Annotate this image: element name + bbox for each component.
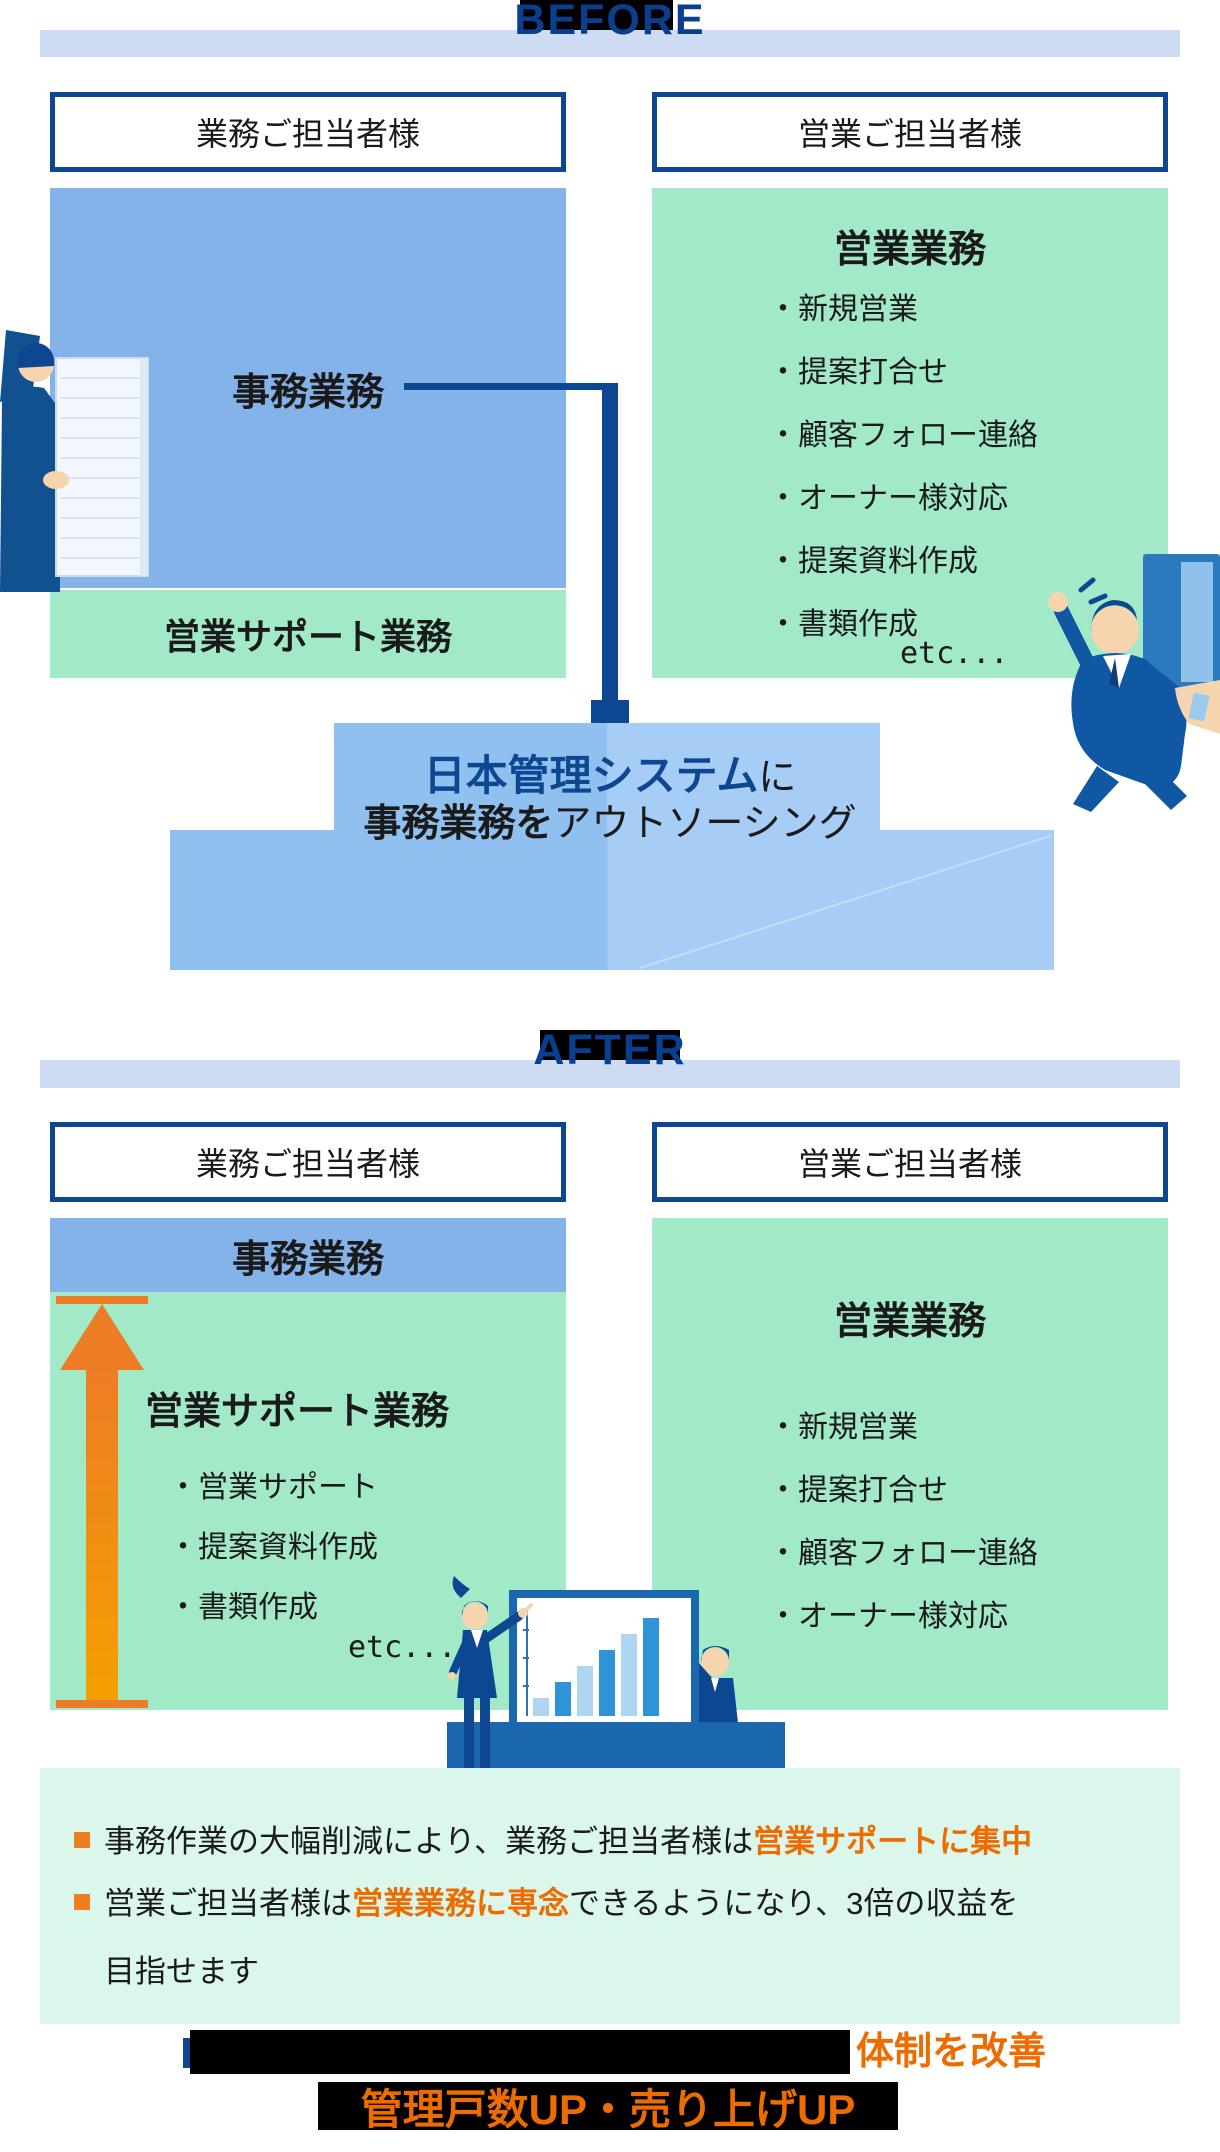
list-item: ・営業サポート	[168, 1471, 378, 1504]
before-left-header-box: 業務ご担当者様	[50, 92, 566, 172]
highlight-text: 営業サポートに集中	[753, 1824, 1033, 1859]
summary-bullet-square	[74, 1832, 90, 1848]
after-admin-strip: 事務業務	[50, 1218, 566, 1292]
footer-result-bar: 管理戸数UP・売り上げUP	[318, 2082, 898, 2133]
list-item: ・提案打合せ	[768, 1474, 948, 1507]
before-left-header-label: 業務ご担当者様	[195, 116, 420, 152]
before-etc-label: etc...	[900, 636, 1009, 671]
running-businessman-illustration	[1048, 554, 1220, 812]
bullet-marker: ・	[768, 1537, 798, 1570]
after-section-title: AFTER	[533, 1026, 687, 1074]
paperwork-person-illustration	[0, 330, 149, 592]
list-item: ・新規営業	[768, 293, 918, 326]
after-title-black-backdrop	[540, 1030, 680, 1060]
footer-result-text: 管理戸数UP・売り上げUP	[360, 2085, 856, 2133]
bullet-marker: ・	[768, 293, 798, 326]
before-band	[40, 30, 1180, 57]
list-item: ・提案資料作成	[768, 545, 978, 578]
after-sales-box: 営業業務	[652, 1218, 1168, 1710]
growth-arrow-bottom-cap	[56, 1700, 148, 1708]
list-item: ・提案資料作成	[168, 1531, 378, 1564]
before-right-header-label: 営業ご担当者様	[797, 116, 1022, 152]
summary-line-1: 事務作業の大幅削減により、業務ご担当者様は営業サポートに集中	[104, 1824, 1033, 1859]
bullet-marker: ・	[768, 1600, 798, 1633]
callout-diagonal-decoration	[639, 835, 1051, 969]
callout-line2: 事務業務をアウトソーシング	[363, 803, 857, 846]
after-left-header-label: 業務ご担当者様	[195, 1146, 420, 1182]
before-section-title: BEFORE	[514, 0, 706, 44]
after-etc-label: etc...	[348, 1630, 457, 1665]
before-support-bar: 営業サポート業務	[50, 590, 566, 678]
bullet-marker: ・	[768, 482, 798, 515]
callout-upper-box	[334, 723, 880, 830]
callout-text: 日本管理システムに 事務業務をアウトソーシング	[200, 750, 1020, 848]
bullet-marker: ・	[768, 608, 798, 641]
summary-box	[40, 1768, 1180, 2024]
bullet-marker: ・	[168, 1471, 198, 1504]
list-item: ・書類作成	[168, 1591, 318, 1624]
bullet-marker: ・	[768, 1474, 798, 1507]
after-support-title: 営業サポート業務	[145, 1391, 450, 1433]
connector-end-block	[591, 700, 629, 724]
before-admin-label: 事務業務	[231, 371, 384, 414]
growth-arrow-icon	[60, 1304, 144, 1370]
brand-name: 日本管理システム	[423, 752, 759, 799]
before-support-label: 営業サポート業務	[163, 616, 452, 657]
footer-hidden-text-sliver	[183, 2038, 191, 2068]
after-right-header-label: 営業ご担当者様	[797, 1146, 1022, 1182]
connector-horizontal-line	[404, 383, 612, 390]
bullet-marker: ・	[768, 1411, 798, 1444]
highlight-text: 営業業務に専念	[352, 1886, 569, 1921]
list-item: ・顧客フォロー連絡	[768, 1537, 1038, 1570]
list-item: ・顧客フォロー連絡	[768, 419, 1038, 452]
after-sales-title: 営業業務	[833, 1301, 986, 1343]
callout-line1: 日本管理システムに	[423, 752, 797, 799]
after-band	[40, 1060, 1180, 1088]
list-item: ・オーナー様対応	[768, 1600, 1008, 1633]
bullet-marker: ・	[768, 419, 798, 452]
before-right-header-box: 営業ご担当者様	[652, 92, 1168, 172]
growth-arrow-top-cap	[56, 1296, 148, 1304]
summary-line-3: 目指せます	[104, 1954, 259, 1989]
footer-redaction-bar	[190, 2030, 850, 2074]
after-left-header-box: 業務ご担当者様	[50, 1122, 566, 1202]
callout-lower-box	[170, 830, 1054, 970]
bullet-marker: ・	[768, 545, 798, 578]
summary-line-2: 営業ご担当者様は営業業務に専念できるようになり、3倍の収益を	[104, 1886, 1019, 1921]
bullet-marker: ・	[168, 1531, 198, 1564]
footer-line1-highlight: 体制を改善	[856, 2031, 1047, 2073]
connector-vertical-line	[602, 383, 618, 703]
bullet-marker: ・	[168, 1591, 198, 1624]
summary-bullet-square	[74, 1894, 90, 1910]
list-item: ・書類作成	[768, 608, 918, 641]
bullet-marker: ・	[768, 356, 798, 389]
list-item: ・オーナー様対応	[768, 482, 1008, 515]
growth-arrow-shaft	[86, 1368, 118, 1702]
before-sales-box: 営業業務	[652, 188, 1168, 678]
after-right-header-box: 営業ご担当者様	[652, 1122, 1168, 1202]
list-item: ・提案打合せ	[768, 356, 948, 389]
before-sales-title: 営業業務	[833, 229, 986, 271]
list-item: ・新規営業	[768, 1411, 918, 1444]
after-admin-label: 事務業務	[231, 1238, 384, 1281]
before-title-black-backdrop	[520, 0, 673, 30]
